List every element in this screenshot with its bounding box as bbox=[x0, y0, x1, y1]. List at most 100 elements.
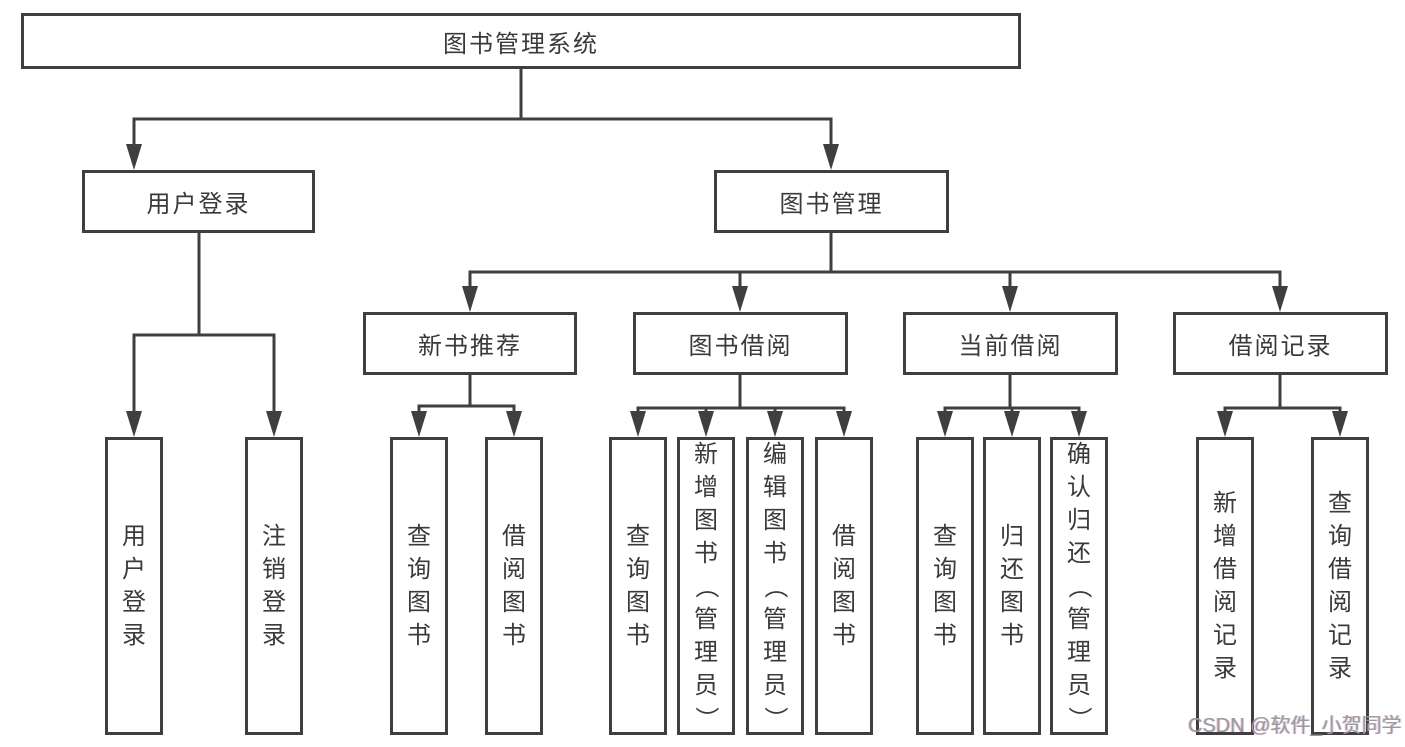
label-char: 询 bbox=[407, 556, 431, 583]
node-leaf-query-books: 查询图书 bbox=[390, 437, 448, 735]
label-char: 编 bbox=[763, 440, 787, 468]
label-char: （ bbox=[1065, 574, 1093, 598]
label-char: 增 bbox=[1213, 523, 1237, 550]
label-char: 查 bbox=[407, 523, 431, 550]
label-char: 图 bbox=[1000, 589, 1024, 616]
label-char: 图 bbox=[763, 506, 787, 534]
node-label: 当前借阅 bbox=[958, 333, 1063, 360]
label-char: 查 bbox=[626, 523, 650, 550]
label-char: 查 bbox=[1328, 490, 1352, 517]
csdn-watermark: CSDN @软件_小贺同学 bbox=[1188, 715, 1402, 737]
node-label: 借阅记录 bbox=[1228, 333, 1333, 360]
node-label: 借阅图书 bbox=[827, 520, 861, 652]
node-label: 编辑图书 （ 管理员 ） bbox=[758, 438, 792, 735]
label-char: 借 bbox=[1328, 556, 1352, 583]
label-char: 还 bbox=[1000, 556, 1024, 583]
label-char: 书 bbox=[694, 539, 718, 567]
label-char: 录 bbox=[262, 622, 286, 649]
node-current-borrowing: 当前借阅 bbox=[903, 312, 1118, 375]
label-char: 借 bbox=[502, 523, 526, 550]
node-label: 用户登录 bbox=[117, 520, 151, 652]
label-char: 阅 bbox=[832, 556, 856, 583]
label-char: 还 bbox=[1067, 539, 1091, 567]
label-char: 阅 bbox=[1213, 589, 1237, 616]
label-char: 书 bbox=[763, 539, 787, 567]
label-char: 理 bbox=[763, 638, 787, 666]
label-char: ） bbox=[1065, 706, 1093, 730]
label-char: 员 bbox=[694, 671, 718, 699]
label-char: 用 bbox=[122, 523, 146, 550]
node-label: 用户登录 bbox=[146, 191, 251, 218]
label-char: （ bbox=[761, 574, 789, 598]
label-char: 管 bbox=[694, 605, 718, 633]
label-char: 询 bbox=[1328, 523, 1352, 550]
label-char: 记 bbox=[1213, 622, 1237, 649]
label-char: 借 bbox=[832, 523, 856, 550]
label-char: 认 bbox=[1067, 473, 1091, 501]
label-char: （ bbox=[692, 574, 720, 598]
label-char: 阅 bbox=[502, 556, 526, 583]
node-leaf-edit-books-admin: 编辑图书 （ 管理员 ） bbox=[746, 437, 804, 735]
label-char: 归 bbox=[1000, 523, 1024, 550]
label-char: 理 bbox=[1067, 638, 1091, 666]
label-char: 录 bbox=[1213, 655, 1237, 682]
node-label: 确认归还（管理员） bbox=[1062, 438, 1096, 735]
label-char: 图 bbox=[502, 589, 526, 616]
label-char: 阅 bbox=[1328, 589, 1352, 616]
node-label: 新增借阅记录 bbox=[1208, 487, 1242, 685]
node-label: 查询图书 bbox=[928, 520, 962, 652]
label-char: 登 bbox=[262, 589, 286, 616]
label-char: 员 bbox=[763, 671, 787, 699]
label-char: 询 bbox=[933, 556, 957, 583]
node-leaf-query-books: 查询图书 bbox=[609, 437, 667, 735]
node-leaf-query-books: 查询图书 bbox=[916, 437, 974, 735]
label-char: 图 bbox=[933, 589, 957, 616]
label-char: 增 bbox=[694, 473, 718, 501]
label-char: 书 bbox=[933, 622, 957, 649]
label-char: ） bbox=[692, 706, 720, 730]
node-borrow-records: 借阅记录 bbox=[1173, 312, 1388, 375]
node-label: 借阅图书 bbox=[497, 520, 531, 652]
label-char: 销 bbox=[262, 556, 286, 583]
label-char: 书 bbox=[502, 622, 526, 649]
label-char: 新 bbox=[694, 440, 718, 468]
node-book-management: 图书管理 bbox=[714, 170, 949, 233]
node-user-login: 用户登录 bbox=[82, 170, 315, 233]
node-label: 查询借阅记录 bbox=[1323, 487, 1357, 685]
label-char: 管 bbox=[763, 605, 787, 633]
node-label: 图书管理 bbox=[779, 191, 884, 218]
label-char: 记 bbox=[1328, 622, 1352, 649]
node-leaf-borrow-books: 借阅图书 bbox=[485, 437, 543, 735]
node-label: 查询图书 bbox=[621, 520, 655, 652]
label-char: 书 bbox=[1000, 622, 1024, 649]
label-char: 查 bbox=[933, 523, 957, 550]
label-char: 户 bbox=[122, 556, 146, 583]
node-leaf-borrow-books: 借阅图书 bbox=[815, 437, 873, 735]
label-char: 归 bbox=[1067, 506, 1091, 534]
node-label: 归还图书 bbox=[995, 520, 1029, 652]
label-char: 理 bbox=[694, 638, 718, 666]
label-char: 书 bbox=[832, 622, 856, 649]
node-label: 查询图书 bbox=[402, 520, 436, 652]
label-char: ） bbox=[761, 706, 789, 730]
node-label: 图书管理系统 bbox=[443, 30, 599, 58]
node-label: 注销登录 bbox=[257, 520, 291, 652]
node-leaf-query-borrow-record: 查询借阅记录 bbox=[1311, 437, 1369, 735]
node-leaf-return-books: 归还图书 bbox=[983, 437, 1041, 735]
node-new-book-recommend: 新书推荐 bbox=[363, 312, 577, 375]
node-leaf-add-books-admin: 新增图书（管理员） bbox=[677, 437, 735, 735]
label-char: 录 bbox=[122, 622, 146, 649]
node-label: 新书推荐 bbox=[418, 333, 522, 360]
label-char: 确 bbox=[1067, 440, 1091, 468]
label-char: 图 bbox=[832, 589, 856, 616]
label-char: 新 bbox=[1213, 490, 1237, 517]
node-leaf-add-borrow-record: 新增借阅记录 bbox=[1196, 437, 1254, 735]
label-char: 辑 bbox=[763, 473, 787, 501]
node-leaf-confirm-return-admin: 确认归还（管理员） bbox=[1050, 437, 1108, 735]
node-book-borrowing: 图书借阅 bbox=[633, 312, 848, 375]
node-label: 新增图书（管理员） bbox=[689, 438, 723, 735]
label-char: 图 bbox=[407, 589, 431, 616]
node-leaf-logout: 注销登录 bbox=[245, 437, 303, 735]
